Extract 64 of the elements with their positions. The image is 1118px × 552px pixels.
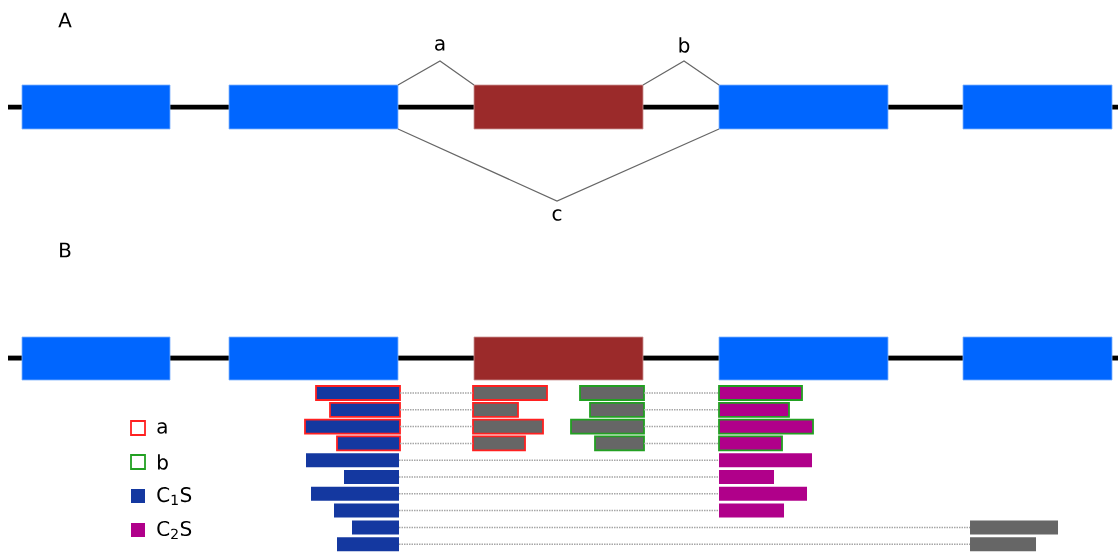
connector-line [399, 409, 474, 411]
read-bar [304, 418, 401, 435]
read-bar [337, 537, 399, 552]
exon-box [21, 336, 171, 381]
read-bar [719, 453, 812, 468]
connector-line [399, 425, 474, 428]
legend-label: C$_{2}$S [157, 520, 192, 540]
legend-label: b [158, 454, 168, 470]
edge-label: a [432, 38, 448, 52]
read-bar [570, 418, 645, 435]
exon-box [473, 84, 644, 130]
splice-line [397, 60, 475, 86]
read-bar [719, 486, 807, 501]
exon-box [228, 336, 399, 381]
connector-line [398, 526, 971, 529]
connector-line [643, 442, 720, 445]
splice-line [397, 128, 720, 202]
read-bar [719, 470, 774, 484]
read-bar [334, 503, 399, 518]
connector-line [643, 392, 720, 394]
read-bar [472, 385, 548, 401]
read-bar [472, 401, 519, 418]
legend-label: C$_{1}$S [157, 487, 192, 505]
connector-line [643, 409, 720, 411]
connector-line [643, 425, 720, 428]
exon-box [962, 336, 1113, 381]
exon-box [228, 84, 399, 130]
read-bar [306, 453, 399, 468]
read-bar [472, 418, 544, 435]
connector-line [398, 493, 720, 495]
exon-box [962, 84, 1113, 130]
read-bar [315, 385, 401, 401]
splice-line [642, 60, 720, 86]
panel-label: B [60, 242, 71, 258]
exon-box [718, 336, 889, 381]
read-bar [718, 401, 790, 418]
edge-label: c [550, 208, 564, 222]
connector-line [398, 543, 971, 545]
read-bar [344, 470, 399, 484]
read-bar [472, 435, 526, 452]
exon-box [473, 336, 644, 381]
connector-line [398, 509, 720, 512]
panel-label: A [58, 12, 72, 28]
read-bar [589, 401, 645, 418]
read-bar [579, 385, 645, 401]
connector-line [399, 392, 474, 394]
edge-label: b [676, 36, 692, 54]
read-bar [970, 537, 1036, 552]
read-bar [718, 385, 803, 401]
read-bar [329, 401, 401, 418]
read-bar [336, 435, 401, 452]
read-bar [594, 435, 645, 452]
connector-line [398, 476, 720, 478]
connector-line [398, 459, 720, 461]
exon-box [718, 84, 889, 130]
connector-line [399, 442, 474, 445]
read-bar [719, 503, 784, 518]
read-bar [352, 520, 399, 535]
read-bar [311, 486, 399, 501]
exon-box [21, 84, 171, 130]
read-bar [718, 418, 814, 435]
legend-label: a [157, 422, 167, 434]
read-bar [718, 435, 783, 452]
read-bar [970, 520, 1058, 535]
